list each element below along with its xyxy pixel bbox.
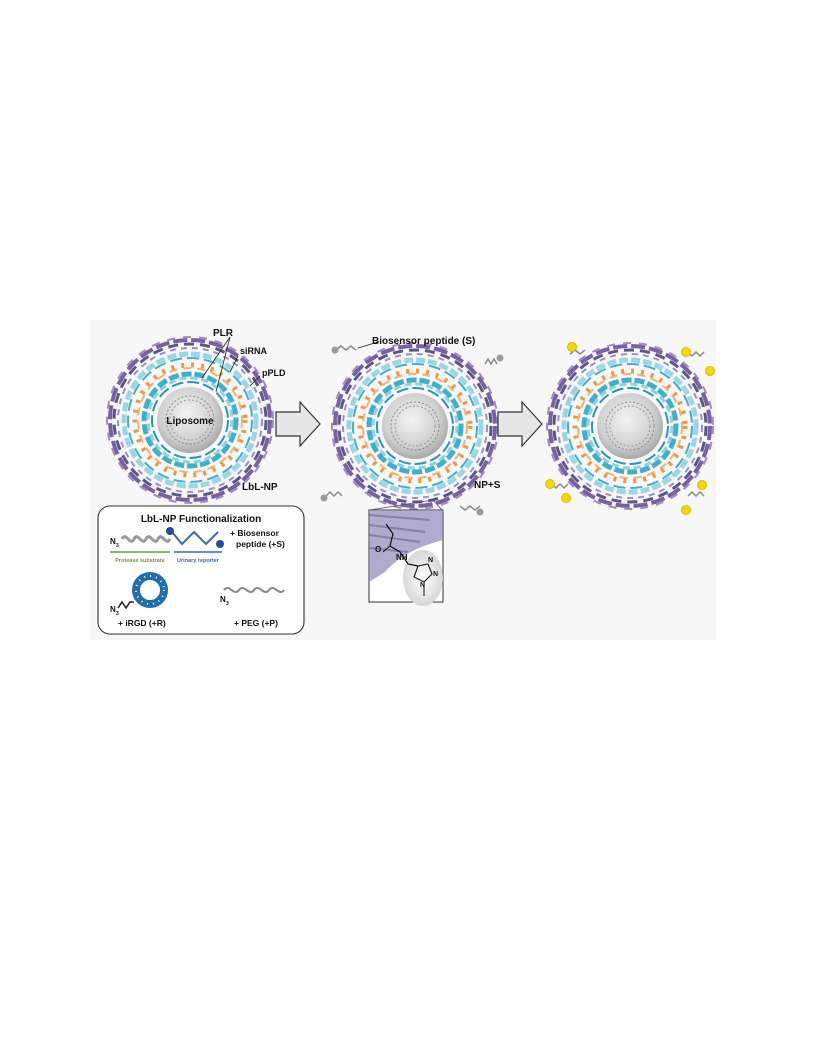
np-s-label: NP+S <box>474 480 501 491</box>
ppld-label: pPLD <box>262 368 286 378</box>
lbl-np-schematic: Liposome PLR siRNA pPLD LbL-NP Biosensor… <box>90 320 716 640</box>
azide-sub-2: 3 <box>116 611 119 617</box>
protease-substrate-strand <box>120 535 172 543</box>
biosensor-legend-line1: + Biosensor <box>230 528 280 538</box>
sirna-label: siRNA <box>240 346 268 356</box>
azide-label-3: N <box>220 595 226 604</box>
right-arrow-icon <box>497 400 543 448</box>
conjugation-inset: O NH N N N <box>368 509 444 606</box>
irgd-label: + iRGD (+R) <box>118 618 166 628</box>
azide-label-1: N <box>110 537 116 546</box>
biosensor-legend-line2: peptide (+S) <box>236 539 285 549</box>
lbl-np-label: LbL-NP <box>242 482 278 493</box>
peg-label: + PEG (+P) <box>234 618 278 628</box>
released-reporter-dots <box>545 342 715 515</box>
triazole-icon <box>413 563 433 583</box>
reporter-bead-icon <box>166 527 174 535</box>
azide-sub-1: 3 <box>116 543 119 549</box>
urinary-reporter-label: Urinary reporter <box>177 558 220 564</box>
inset-nh: NH <box>396 553 408 562</box>
azide-sub-3: 3 <box>226 601 229 607</box>
cleaved-peptide-strands <box>551 349 705 498</box>
inset-n3: N <box>420 582 425 589</box>
biosensor-peptide-label: Biosensor peptide (S) <box>372 336 475 347</box>
right-arrow-icon <box>275 400 321 448</box>
liposome-label: Liposome <box>166 416 214 427</box>
peg-strand <box>223 587 285 593</box>
functionalization-legend: LbL-NP Functionalization N 3 + Biosensor… <box>97 505 305 635</box>
protease-substrate-label: Protease substrate <box>115 558 165 564</box>
irgd-ring-icon <box>132 572 168 608</box>
azide-label-2: N <box>110 605 116 614</box>
inset-n2: N <box>433 571 438 578</box>
inset-n1: N <box>428 557 433 564</box>
inset-oxygen: O <box>375 545 381 554</box>
legend-title: LbL-NP Functionalization <box>141 514 261 525</box>
biosensor-peptide-strands <box>325 345 498 511</box>
plr-label: PLR <box>213 328 234 339</box>
reporter-bead-icon <box>216 540 224 548</box>
urinary-reporter-strand <box>171 530 219 546</box>
